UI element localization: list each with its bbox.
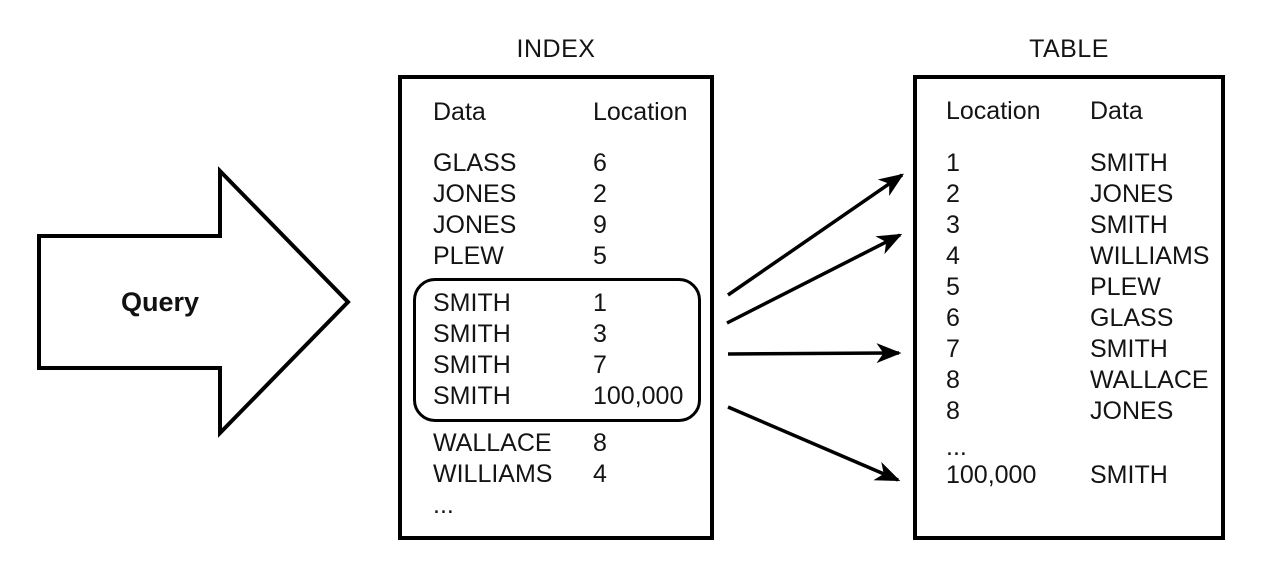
index-location-cell: 100,000 (593, 382, 684, 410)
index-row-highlighted: SMITH 1 (433, 288, 607, 318)
index-box: Data Location GLASS 6 JONES 2 JONES 9 PL… (398, 75, 714, 540)
table-location-cell: 6 (946, 304, 960, 332)
index-row: PLEW 5 (433, 241, 607, 271)
table-data-cell: WALLACE (1090, 366, 1209, 394)
index-location-cell: 7 (593, 351, 607, 379)
table-row: 7 SMITH (946, 334, 1168, 364)
table-title: TABLE (1029, 35, 1109, 63)
index-location-cell: 8 (593, 429, 607, 457)
index-data-cell: JONES (433, 211, 517, 239)
index-header-data: Data (433, 98, 486, 126)
table-location-cell: 1 (946, 149, 960, 177)
index-row-highlighted: SMITH 3 (433, 319, 607, 349)
smith-group-outline (413, 278, 701, 422)
index-location-cell: 2 (593, 180, 607, 208)
table-location-cell: 8 (946, 397, 960, 425)
table-location-cell: 4 (946, 242, 960, 270)
table-header-location: Location (946, 97, 1041, 125)
table-row: 2 JONES (946, 179, 1173, 209)
index-location-cell: 6 (593, 149, 607, 177)
index-row-highlighted: SMITH 7 (433, 350, 607, 380)
index-row: JONES 9 (433, 210, 607, 240)
table-data-cell: SMITH (1090, 335, 1168, 363)
table-data-cell: SMITH (1090, 211, 1168, 239)
index-data-cell: WALLACE (433, 429, 552, 457)
table-location-cell: 8 (946, 366, 960, 394)
index-location-cell: 3 (593, 320, 607, 348)
table-data-cell: JONES (1090, 180, 1174, 208)
index-ellipsis-row: ... (433, 490, 593, 520)
index-location-cell: 4 (593, 460, 607, 488)
table-data-cell: SMITH (1090, 149, 1168, 177)
query-block-arrow-shape (37, 166, 351, 438)
index-header-row: Data Location (433, 97, 688, 127)
table-box: Location Data 1 SMITH 2 JONES 3 SMITH 4 … (913, 75, 1225, 540)
index-data-cell: SMITH (433, 289, 511, 317)
index-title: INDEX (516, 35, 596, 63)
index-location-cell: 1 (593, 289, 607, 317)
table-data-cell: SMITH (1090, 461, 1168, 489)
table-header-row: Location Data (946, 96, 1143, 126)
connector-arrow-smith-100000 (727, 405, 901, 482)
index-location-cell: 9 (593, 211, 607, 239)
table-row: 1 SMITH (946, 148, 1168, 178)
query-label: Query (120, 287, 200, 317)
table-row: 5 PLEW (946, 272, 1161, 302)
table-data-cell: WILLIAMS (1090, 242, 1210, 270)
index-data-cell: PLEW (433, 242, 504, 270)
table-location-cell: 5 (946, 273, 960, 301)
table-data-cell: PLEW (1090, 273, 1161, 301)
index-row: JONES 2 (433, 179, 607, 209)
connector-arrow-smith-1 (727, 173, 905, 297)
ellipsis-text: ... (946, 433, 967, 461)
index-data-cell: JONES (433, 180, 517, 208)
index-data-cell: SMITH (433, 382, 511, 410)
connector-arrow-smith-3 (726, 233, 903, 325)
index-data-cell: GLASS (433, 149, 517, 177)
table-data-cell: GLASS (1090, 304, 1174, 332)
table-header-data: Data (1090, 97, 1143, 125)
table-ellipsis-row: ... (946, 432, 1090, 462)
index-row: WALLACE 8 (433, 428, 607, 458)
index-location-cell: 5 (593, 242, 607, 270)
table-row: 3 SMITH (946, 210, 1168, 240)
index-row: GLASS 6 (433, 148, 607, 178)
index-data-cell: SMITH (433, 320, 511, 348)
ellipsis-text: ... (433, 491, 454, 519)
table-location-cell: 7 (946, 335, 960, 363)
index-data-cell: WILLIAMS (433, 460, 553, 488)
table-row: 100,000 SMITH (946, 460, 1168, 490)
table-row: 4 WILLIAMS (946, 241, 1209, 271)
index-header-location: Location (593, 98, 688, 126)
index-row-highlighted: SMITH 100,000 (433, 381, 683, 411)
connector-arrow-smith-7 (727, 343, 902, 364)
table-location-cell: 3 (946, 211, 960, 239)
table-row: 6 GLASS (946, 303, 1173, 333)
table-row: 8 WALLACE (946, 365, 1209, 395)
table-data-cell: JONES (1090, 397, 1174, 425)
table-location-cell: 100,000 (946, 461, 1037, 489)
table-row: 8 JONES (946, 396, 1173, 426)
index-row: WILLIAMS 4 (433, 459, 607, 489)
table-location-cell: 2 (946, 180, 960, 208)
index-data-cell: SMITH (433, 351, 511, 379)
